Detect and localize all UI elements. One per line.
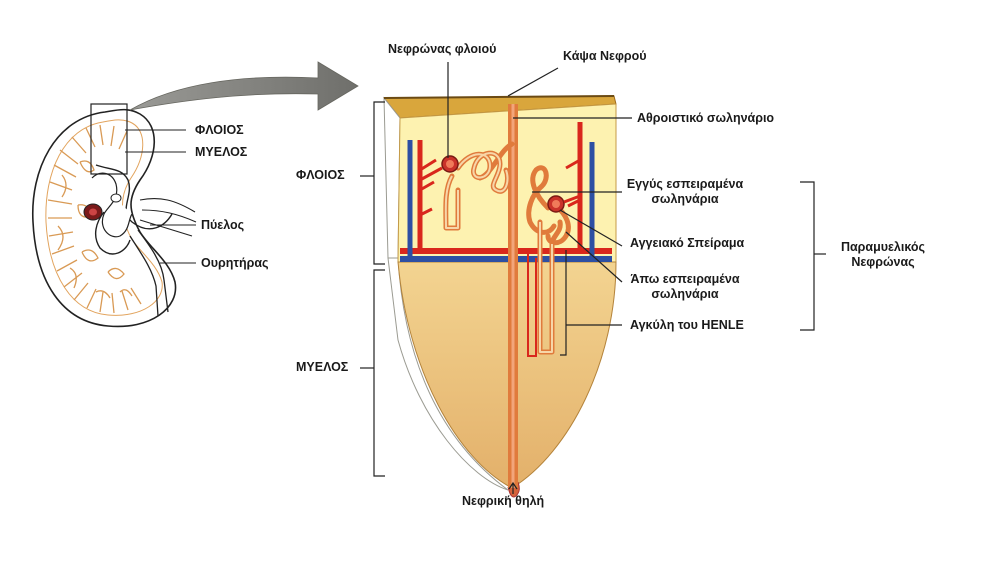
juxtamedullary-nephron-label: Παραμυελικός Νεφρώνας [828,240,938,270]
proximal-tubule-label: Εγγύς εσπειραμένα σωληνάρια [620,177,750,207]
cortical-nephron-label: Νεφρώνας φλοιού [388,42,497,56]
kidney-medulla-label: ΜΥΕΛΟΣ [195,145,248,159]
section-medulla-label: ΜΥΕΛΟΣ [296,360,349,374]
papilla-arrow [508,481,518,494]
leader-lines [360,62,826,500]
kidney-ureter-label: Ουρητήρας [201,256,269,270]
distal-tubule-line1: Άπω εσπειραμένα [630,272,740,286]
juxtamedullary-line1: Παραμυελικός [840,240,926,254]
kidney-cortex-label: ΦΛΟΙΟΣ [195,123,244,137]
kidney-pelvis-label: Πύελος [201,218,245,232]
distal-tubule-line2: σωληνάρια [651,287,719,301]
zoom-arrow [129,61,359,111]
renal-capsule-label: Κάψα Νεφρού [563,49,647,63]
proximal-tubule-line1: Εγγύς εσπειραμένα [626,177,744,191]
kidney-cross-section [32,103,197,328]
renal-section [382,95,617,498]
juxtamedullary-line2: Νεφρώνας [851,255,915,269]
glomerulus-label: Αγγειακό Σπείραμα [630,236,745,250]
distal-tubule-label: Άπω εσπειραμένα σωληνάρια [620,272,750,302]
collecting-duct-label: Αθροιστικό σωληνάριο [637,111,775,125]
section-cortex-label: ΦΛΟΙΟΣ [296,168,345,182]
loop-of-henle-label: Αγκύλη του HENLE [630,318,744,332]
renal-papilla-label: Νεφρική θηλή [462,494,545,508]
proximal-tubule-line2: σωληνάρια [651,192,719,206]
